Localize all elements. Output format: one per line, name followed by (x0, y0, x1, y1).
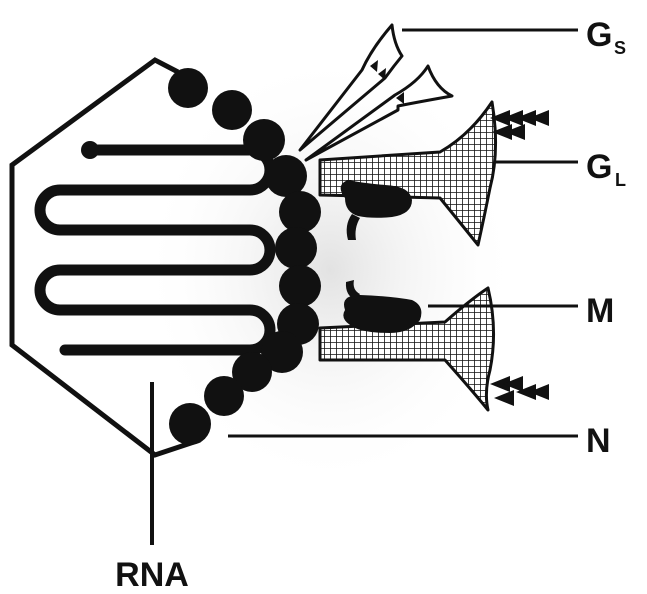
label-gs-main: G (586, 16, 612, 54)
rna-end-cap (81, 141, 99, 159)
nucleocapsid-bead (169, 403, 211, 445)
label-gl: G L (586, 148, 626, 190)
label-n: N (586, 422, 611, 460)
nucleocapsid-bead (279, 265, 321, 307)
nucleocapsid-bead (168, 68, 208, 108)
matrix-blob-lower (343, 295, 421, 333)
gl-arrowheads (490, 110, 549, 140)
nucleocapsid-bead (212, 90, 252, 130)
label-gl-subscript: L (615, 170, 626, 190)
label-m: M (586, 292, 614, 330)
lower-arrowheads (490, 376, 549, 406)
label-gs-subscript: S (614, 38, 626, 58)
nucleocapsid-bead (275, 227, 317, 269)
nucleocapsid-bead (243, 119, 285, 161)
label-rna: RNA (115, 556, 189, 594)
nucleocapsid-bead (204, 376, 244, 416)
label-gs: G S (586, 16, 626, 58)
nucleocapsid-bead (265, 155, 307, 197)
label-gl-main: G (586, 148, 612, 186)
nucleocapsid-bead (279, 191, 321, 233)
